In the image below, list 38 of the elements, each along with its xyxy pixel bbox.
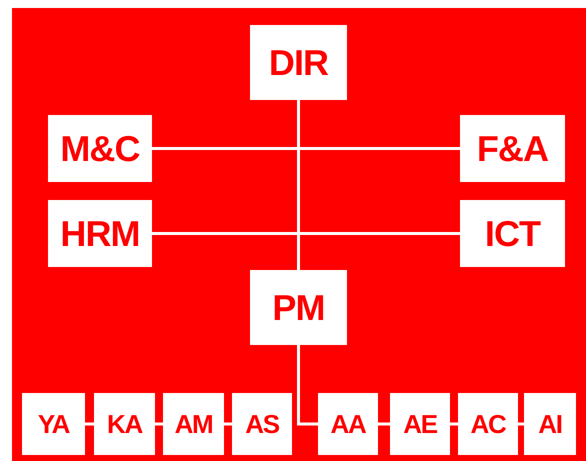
- org-unit-box: [524, 393, 576, 455]
- connector-line: [224, 422, 232, 426]
- org-unit-box: [250, 270, 347, 345]
- connector-line: [152, 232, 460, 235]
- connector-line: [152, 147, 460, 150]
- unit-label: AE: [403, 411, 437, 437]
- connector-line: [297, 345, 318, 426]
- unit-label: KA: [107, 411, 142, 437]
- org-unit-box: [48, 200, 152, 267]
- connector-line: [378, 422, 390, 426]
- connector-line: [155, 422, 163, 426]
- org-unit-box: [94, 393, 155, 455]
- connector-line: [85, 422, 94, 426]
- unit-label: HRM: [60, 216, 140, 252]
- unit-label: AI: [538, 411, 562, 437]
- org-unit-box: [458, 393, 518, 455]
- unit-label: AA: [330, 411, 366, 437]
- connector-line: [297, 100, 300, 270]
- org-unit-box: [460, 115, 565, 182]
- unit-label: AS: [245, 411, 279, 437]
- unit-label: DIR: [268, 44, 328, 80]
- unit-label: PM: [272, 290, 325, 326]
- connector-line: [518, 422, 524, 426]
- unit-label: ICT: [484, 216, 540, 252]
- unit-label: M&C: [60, 130, 140, 166]
- unit-label: F&A: [476, 130, 548, 166]
- connector-line: [450, 422, 458, 426]
- org-unit-box: [250, 25, 347, 100]
- unit-label: AC: [470, 411, 506, 437]
- org-unit-box: [460, 200, 565, 267]
- org-unit-box: [390, 393, 450, 455]
- unit-label: AM: [174, 411, 212, 437]
- unit-label: YA: [38, 411, 70, 437]
- org-unit-box: [48, 115, 152, 182]
- org-unit-box: [163, 393, 224, 455]
- org-unit-box: [22, 393, 85, 455]
- org-unit-box: [318, 393, 378, 455]
- org-unit-box: [232, 393, 292, 455]
